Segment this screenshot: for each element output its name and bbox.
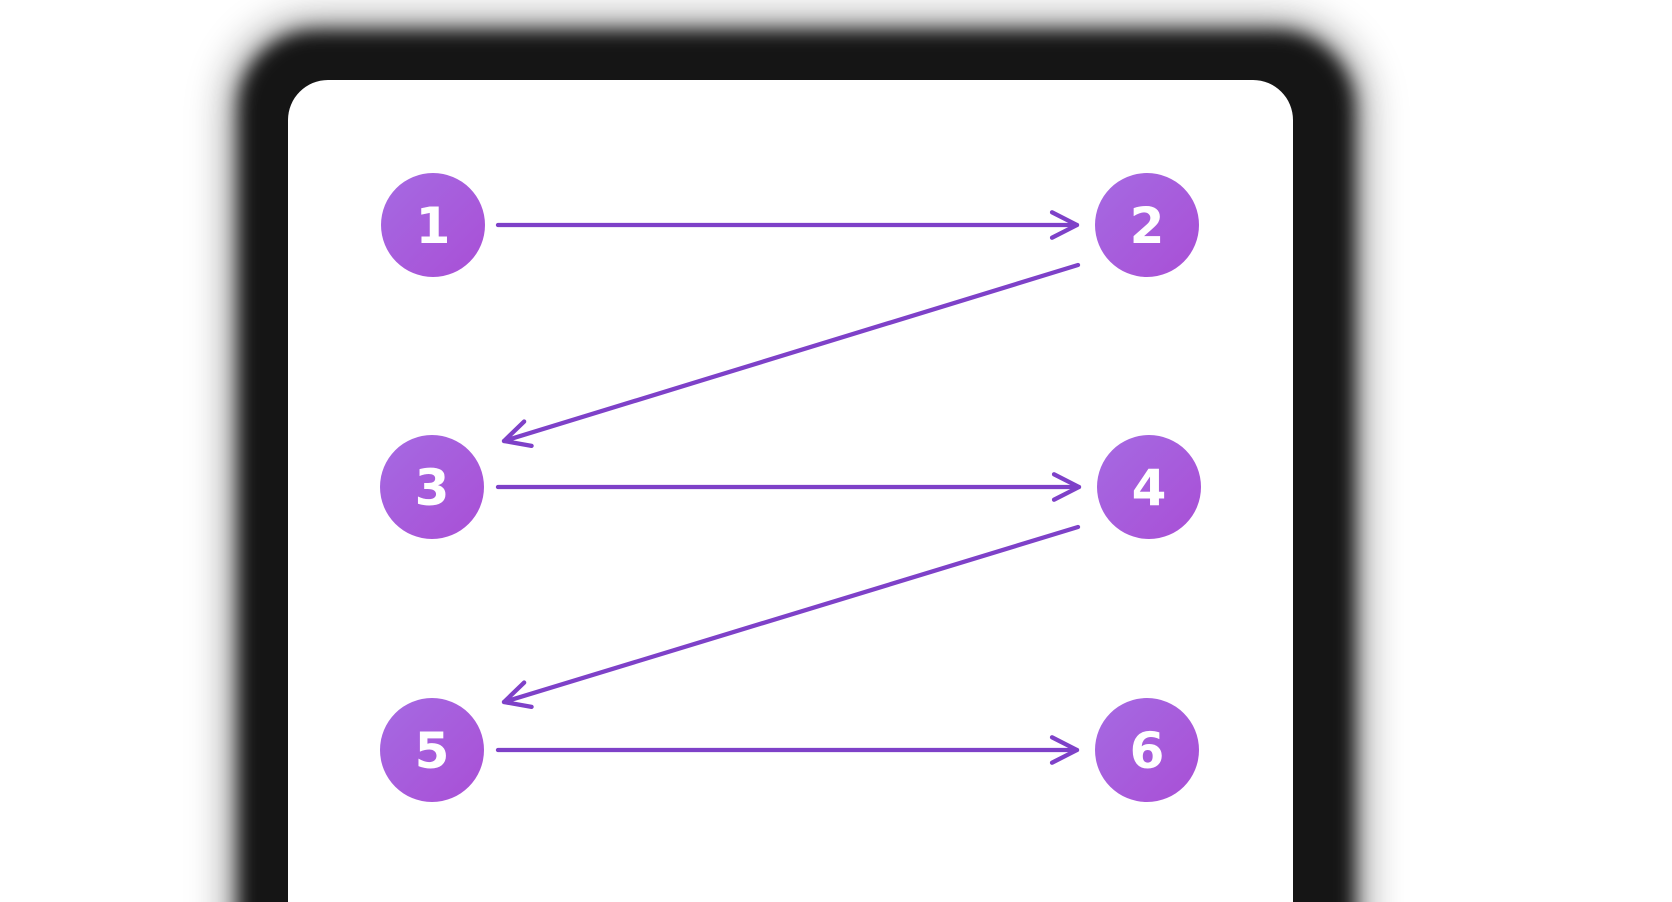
node-number-label: 4 xyxy=(1132,459,1167,517)
node-circle xyxy=(1095,173,1199,277)
node-1: 1 xyxy=(381,173,485,277)
edge-3-4 xyxy=(495,472,1082,502)
node-3: 3 xyxy=(380,435,484,539)
edge-4-5 xyxy=(501,524,1081,710)
arrowhead-icon xyxy=(1051,472,1082,502)
node-circle xyxy=(380,435,484,539)
node-number-label: 5 xyxy=(415,722,450,780)
node-6: 6 xyxy=(1095,698,1199,802)
node-number-label: 6 xyxy=(1130,722,1165,780)
edge-1-2 xyxy=(495,210,1080,240)
node-number-label: 1 xyxy=(416,197,451,255)
edge-line xyxy=(501,524,1081,705)
arrowhead-icon xyxy=(501,680,534,710)
arrowhead-icon xyxy=(1049,735,1080,765)
arrowhead-icon xyxy=(1049,210,1080,240)
edge-5-6 xyxy=(495,735,1080,765)
node-number-label: 3 xyxy=(415,459,450,517)
node-circle xyxy=(1095,698,1199,802)
nodes-layer: 1 2 3 4 5 6 xyxy=(380,173,1201,802)
node-5: 5 xyxy=(380,698,484,802)
node-4: 4 xyxy=(1097,435,1201,539)
node-circle xyxy=(381,173,485,277)
arrowhead-icon xyxy=(501,419,534,448)
edge-line xyxy=(501,262,1081,444)
edges-layer xyxy=(495,210,1082,765)
node-2: 2 xyxy=(1095,173,1199,277)
node-circle xyxy=(380,698,484,802)
node-circle xyxy=(1097,435,1201,539)
node-number-label: 2 xyxy=(1130,197,1165,255)
edge-2-3 xyxy=(501,262,1081,448)
